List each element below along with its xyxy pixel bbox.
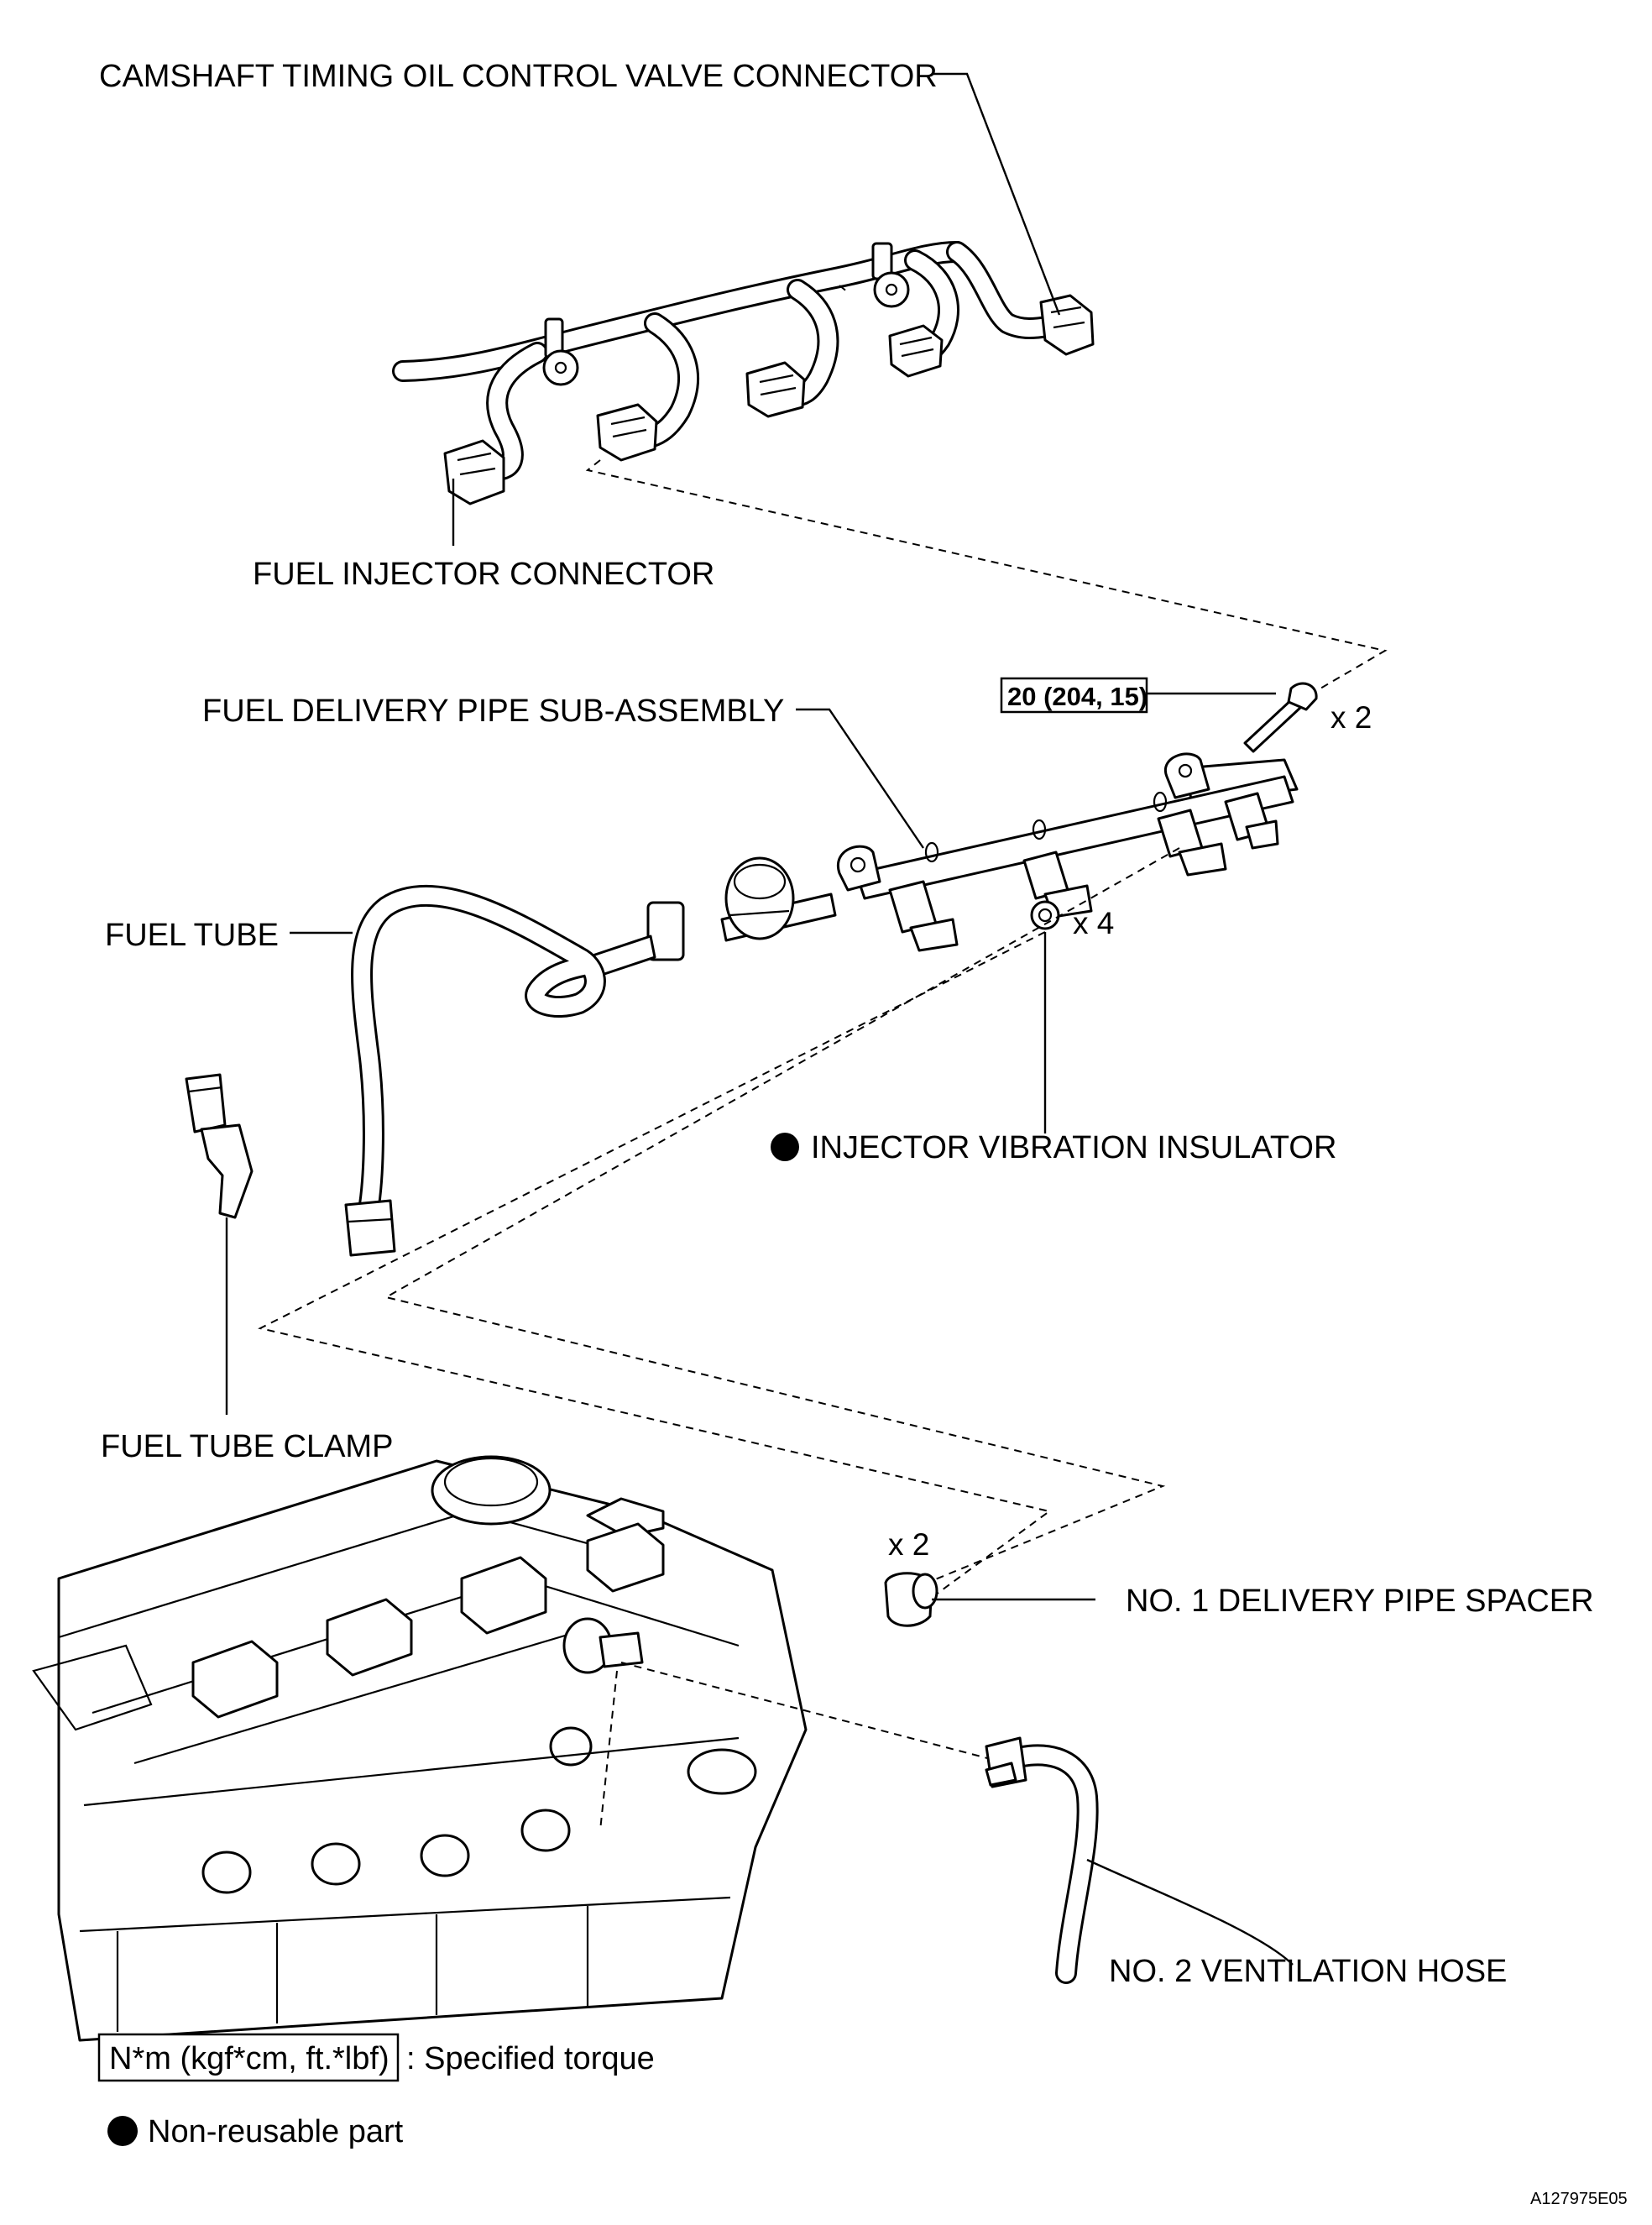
injector-connector-1: [443, 439, 505, 505]
torque-spec-value: 20 (204, 15): [1007, 682, 1148, 711]
fuel-delivery-pipe: [646, 752, 1299, 961]
pressure-regulator: [724, 856, 795, 940]
label-fuel-tube-clamp: FUEL TUBE CLAMP: [101, 1429, 393, 1464]
legend-torque-units: N*m (kgf*cm, ft.*lbf): [109, 2041, 389, 2076]
spacer-quantity: x 2: [888, 1527, 929, 1562]
injector-connector-3: [745, 361, 806, 418]
fuel-tube-clamp-part: [185, 1073, 254, 1219]
nonreusable-marker-insulator: [771, 1133, 799, 1161]
delivery-pipe-spacer-part: [884, 1572, 938, 1627]
label-fuel-tube: FUEL TUBE: [105, 918, 279, 953]
injector-4: [1224, 792, 1279, 850]
label-vibration-insulator: INJECTOR VIBRATION INSULATOR: [811, 1130, 1336, 1165]
torque-spec: 20 (204, 15): [1000, 677, 1148, 714]
bolt-quantity: x 2: [1330, 700, 1372, 735]
wire-harness: [392, 241, 1095, 505]
insulator-quantity: x 4: [1073, 906, 1114, 940]
camshaft-oil-valve-connector: [1039, 294, 1095, 356]
vibration-insulator-ring: [1030, 900, 1060, 930]
delivery-pipe-bolt: [1243, 682, 1318, 753]
legend-torque-box: [97, 2033, 400, 2082]
engine-cylinder-head: [32, 1455, 808, 2042]
injector-3: [1157, 809, 1227, 877]
ventilation-hose-part: [985, 1736, 1099, 1984]
label-ventilation-hose: NO. 2 VENTILATION HOSE: [1109, 1954, 1507, 1989]
injector-connector-4: [888, 324, 944, 378]
legend-nonreusable-marker: [107, 2116, 138, 2146]
legend-torque-desc: : Specified torque: [406, 2041, 655, 2076]
injector-1: [888, 880, 959, 952]
label-delivery-pipe: FUEL DELIVERY PIPE SUB-ASSEMBLY: [202, 694, 784, 729]
legend: N*m (kgf*cm, ft.*lbf) : Specified torque…: [97, 2033, 655, 2149]
injector-connector-2: [596, 403, 658, 462]
figure-reference: A127975E05: [1530, 2190, 1628, 2208]
label-camshaft-connector: CAMSHAFT TIMING OIL CONTROL VALVE CONNEC…: [99, 59, 938, 94]
fuel-tube: [344, 884, 656, 1257]
torque-spec-box: [1000, 677, 1148, 714]
label-delivery-pipe-spacer: NO. 1 DELIVERY PIPE SPACER: [1126, 1584, 1594, 1619]
label-injector-connector: FUEL INJECTOR CONNECTOR: [253, 557, 714, 592]
legend-nonreusable-desc: Non-reusable part: [148, 2114, 404, 2149]
